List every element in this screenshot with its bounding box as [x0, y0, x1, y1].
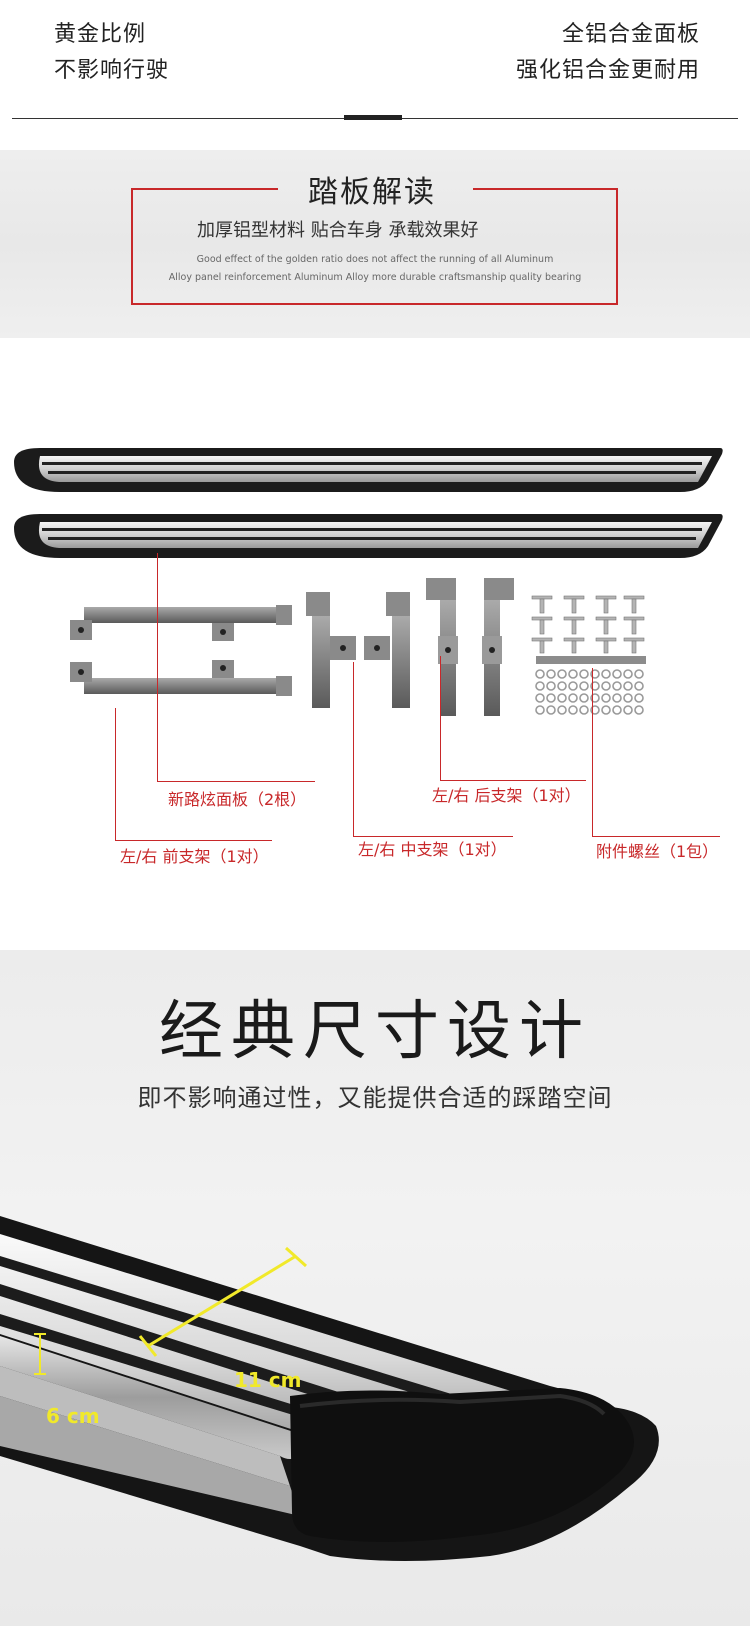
- interpretation-english-line-1: Good effect of the golden ratio does not…: [196, 254, 554, 265]
- feature-aluminum-panel: 全铝合金面板: [561, 22, 700, 47]
- leader-middle-horizontal: [353, 836, 513, 837]
- leader-rear-vertical: [440, 656, 441, 780]
- interpretation-subtitle: 加厚铝型材料 贴合车身 承载效果好: [197, 220, 479, 241]
- rear-bracket-left: [426, 578, 458, 716]
- part-label-screws: 附件螺丝（1包）: [596, 842, 719, 861]
- feature-no-driving-impact: 不影响行驶: [54, 58, 170, 83]
- dimension-width-label: 11 cm: [234, 1368, 302, 1392]
- frame-bottom: [131, 303, 618, 305]
- parts-illustration: [14, 448, 723, 716]
- part-label-middle-bracket: 左/右 中支架（1对）: [358, 840, 507, 859]
- running-board-1: [14, 448, 723, 492]
- running-board-2: [14, 514, 723, 558]
- interpretation-band: [0, 150, 750, 338]
- hardware-kit: [531, 595, 646, 715]
- leader-middle-vertical: [353, 662, 354, 836]
- leader-rear-horizontal: [440, 780, 586, 781]
- frame-top-left: [131, 188, 278, 190]
- frame-right: [616, 188, 618, 304]
- rear-bracket-right: [482, 578, 514, 716]
- running-board-closeup: [0, 1216, 659, 1561]
- part-label-front-bracket: 左/右 前支架（1对）: [120, 847, 269, 866]
- leader-panel-horizontal: [157, 781, 315, 782]
- middle-bracket-right: [364, 592, 410, 708]
- divider-accent: [344, 115, 402, 120]
- leader-front-vertical: [115, 708, 116, 840]
- interpretation-english-line-2: Alloy panel reinforcement Aluminum Alloy…: [168, 272, 582, 283]
- leader-screws-vertical: [592, 668, 593, 836]
- design-title: 经典尺寸设计: [159, 995, 591, 1069]
- part-label-rear-bracket: 左/右 后支架（1对）: [432, 786, 581, 805]
- front-bracket-top: [70, 605, 292, 641]
- frame-left: [131, 188, 133, 304]
- frame-top-right: [473, 188, 617, 190]
- leader-front-horizontal: [115, 840, 272, 841]
- leader-panel-vertical: [157, 553, 158, 781]
- interpretation-title: 踏板解读: [308, 175, 436, 210]
- part-label-panel: 新路炫面板（2根）: [168, 790, 307, 809]
- feature-durable-alloy: 强化铝合金更耐用: [515, 58, 700, 83]
- feature-golden-ratio: 黄金比例: [54, 22, 147, 47]
- leader-screws-horizontal: [592, 836, 720, 837]
- design-subtitle: 即不影响通过性，又能提供合适的踩踏空间: [137, 1084, 613, 1112]
- front-bracket-bottom: [70, 660, 292, 696]
- dimension-height-label: 6 cm: [46, 1404, 100, 1428]
- middle-bracket-left: [306, 592, 356, 708]
